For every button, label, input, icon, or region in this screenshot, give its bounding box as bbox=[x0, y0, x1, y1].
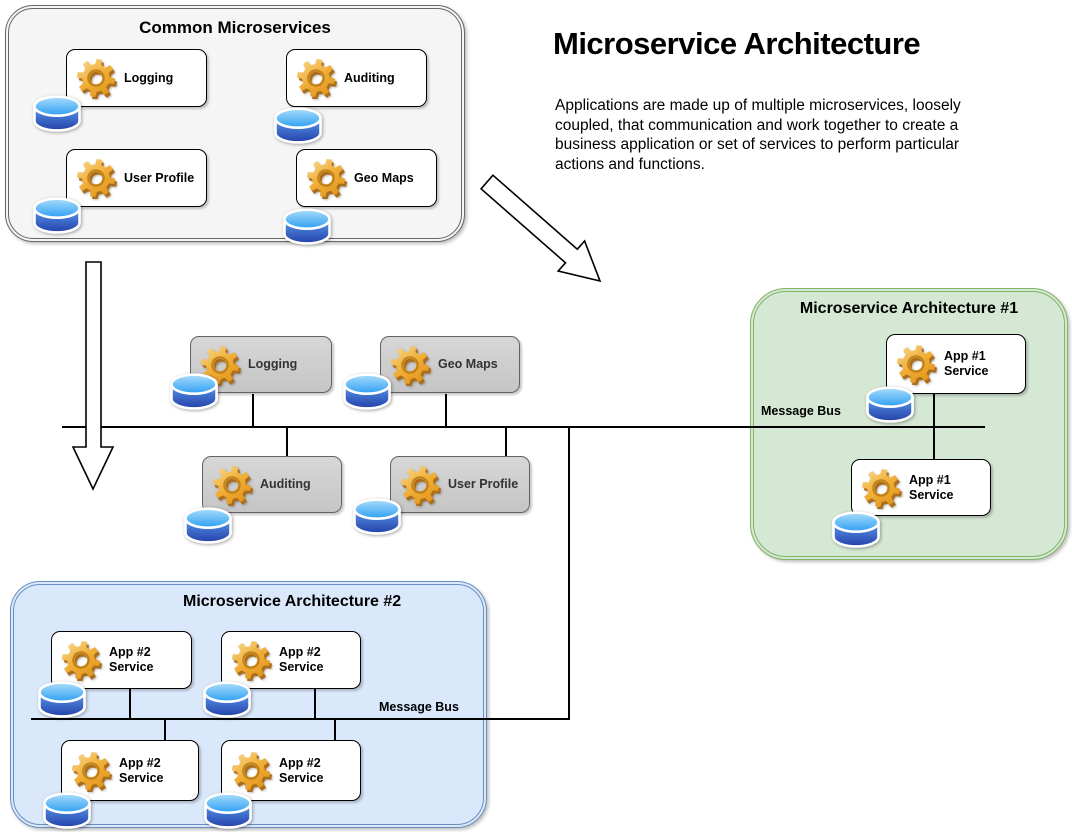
gear-icon bbox=[71, 751, 112, 792]
gear-icon bbox=[61, 640, 102, 681]
service-label: User Profile bbox=[124, 170, 195, 185]
arch1-container: Microservice Architecture #1 App #1 Serv… bbox=[750, 288, 1068, 560]
common-microservices-container: Common Microservices Logging Auditing Us… bbox=[5, 5, 465, 245]
app2-service-box-top-left: App #2 Service bbox=[51, 631, 192, 689]
message-bus-label: Message Bus bbox=[761, 404, 841, 418]
service-box-logging: Logging bbox=[66, 49, 207, 107]
database-icon bbox=[204, 792, 252, 829]
service-label: Logging bbox=[248, 357, 298, 371]
gear-icon bbox=[76, 58, 117, 99]
arrow-diagonal-icon bbox=[479, 174, 602, 283]
database-icon bbox=[343, 373, 391, 410]
gear-icon bbox=[400, 465, 441, 506]
container-title: Microservice Architecture #1 bbox=[799, 300, 1019, 317]
gear-icon bbox=[861, 468, 902, 509]
app2-service-box-top-right: App #2 Service bbox=[221, 631, 361, 689]
service-label: App #1 Service bbox=[909, 472, 954, 502]
arrow-down-icon bbox=[71, 261, 115, 491]
database-icon bbox=[43, 792, 91, 829]
database-icon bbox=[33, 95, 81, 132]
gear-icon bbox=[296, 58, 337, 99]
database-icon bbox=[203, 681, 251, 718]
gear-icon bbox=[896, 344, 937, 385]
database-icon bbox=[866, 386, 914, 423]
service-label: Logging bbox=[124, 70, 174, 85]
gear-icon bbox=[306, 158, 347, 199]
service-label: Auditing bbox=[344, 70, 395, 85]
container-title: Microservice Architecture #2 bbox=[183, 593, 402, 610]
app2-service-box-bottom-right: App #2 Service bbox=[221, 740, 361, 801]
container-title: Common Microservices bbox=[139, 18, 331, 37]
service-label: App #2 Service bbox=[119, 755, 164, 785]
app1-service-box-top: App #1 Service bbox=[886, 334, 1026, 394]
database-icon bbox=[283, 208, 331, 245]
bus-service-box-geo-maps: Geo Maps bbox=[380, 336, 520, 393]
gear-icon bbox=[200, 345, 241, 386]
service-box-user-profile: User Profile bbox=[66, 149, 207, 207]
database-icon bbox=[33, 197, 81, 234]
service-label: App #1 Service bbox=[944, 349, 989, 378]
message-bus-label: Message Bus bbox=[379, 700, 459, 714]
page-title: Microservice Architecture bbox=[553, 26, 921, 61]
app1-service-box-bottom: App #1 Service bbox=[851, 459, 991, 516]
database-icon bbox=[832, 511, 880, 548]
service-label: App #2 Service bbox=[279, 755, 324, 785]
service-label: Geo Maps bbox=[438, 357, 498, 371]
service-label: Auditing bbox=[260, 477, 311, 491]
bus-service-box-user-profile: User Profile bbox=[390, 456, 530, 513]
bus-service-box-logging: Logging bbox=[190, 336, 332, 393]
gear-icon bbox=[212, 465, 253, 506]
database-icon bbox=[38, 681, 86, 718]
gear-icon bbox=[231, 640, 272, 681]
service-label: User Profile bbox=[448, 477, 519, 491]
gear-icon bbox=[390, 345, 431, 386]
gear-icon bbox=[76, 158, 117, 199]
service-box-geo-maps: Geo Maps bbox=[296, 149, 437, 207]
database-icon bbox=[184, 507, 232, 544]
service-label: App #2 Service bbox=[279, 645, 324, 674]
database-icon bbox=[353, 498, 401, 535]
app2-service-box-bottom-left: App #2 Service bbox=[61, 740, 199, 801]
database-icon bbox=[274, 107, 322, 144]
service-label: App #2 Service bbox=[109, 645, 154, 674]
database-icon bbox=[170, 373, 218, 410]
gear-icon bbox=[231, 751, 272, 792]
service-label: Geo Maps bbox=[354, 170, 414, 185]
service-box-auditing: Auditing bbox=[286, 49, 427, 107]
arch2-container: Microservice Architecture #2 App #2 Serv… bbox=[10, 581, 487, 829]
page-description: Applications are made up of multiple mic… bbox=[555, 97, 961, 173]
bus-service-box-auditing: Auditing bbox=[202, 456, 342, 513]
